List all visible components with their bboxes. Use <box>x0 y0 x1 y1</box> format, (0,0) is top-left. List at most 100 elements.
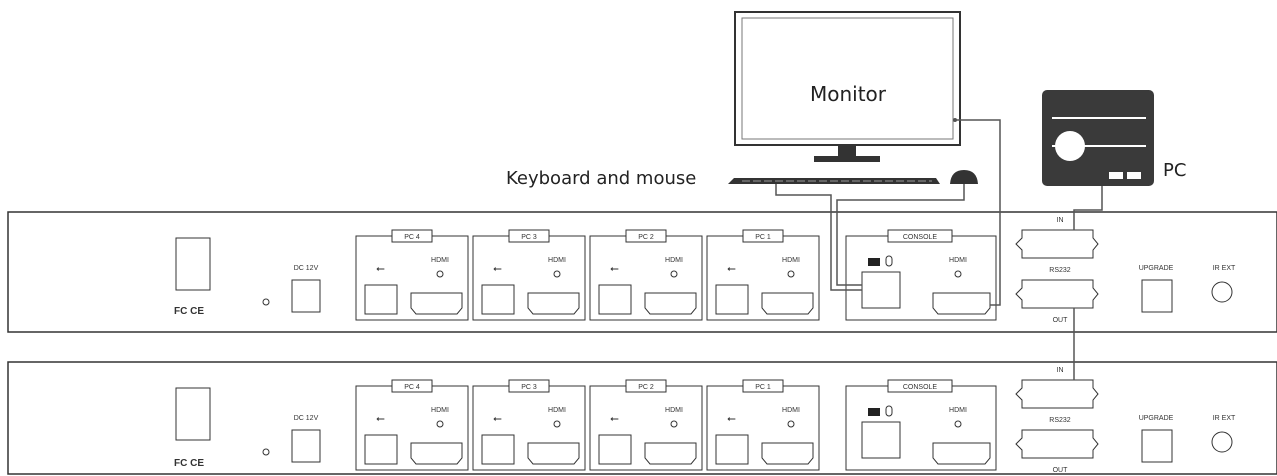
hdmi-label: HDMI <box>431 407 449 414</box>
rs232-out-label: OUT <box>1053 467 1069 474</box>
rs232-out-port <box>1015 429 1099 459</box>
keyboard-mouse-label: Keyboard and mouse <box>506 168 696 189</box>
console-usb-port <box>861 271 901 309</box>
kvm-unit-1: FC CE DC 12V PC 4 ⭠ HDMI PC 3 ⭠ HDMI <box>7 211 1277 333</box>
port-group-pc4: PC 4 ⭠ HDMI <box>355 379 469 471</box>
hdmi-label: HDMI <box>431 257 449 264</box>
ir-ext-port <box>1211 281 1233 303</box>
rs232-in-port <box>1015 379 1099 409</box>
cable-keyboard-usb <box>775 184 862 291</box>
upgrade-label: UPGRADE <box>1139 265 1174 272</box>
cable-mouse-usb <box>836 184 965 286</box>
hdmi-led <box>787 420 795 428</box>
hdmi-label: HDMI <box>949 257 967 264</box>
rs232-in-port <box>1015 229 1099 259</box>
port-group-label: PC 1 <box>755 234 771 241</box>
usb-port <box>598 434 632 465</box>
pc-label: PC <box>1163 160 1186 181</box>
usb-icon: ⭠ <box>493 413 502 425</box>
dc-port <box>291 429 321 463</box>
hdmi-port-icon <box>761 292 814 315</box>
hdmi-led <box>553 420 561 428</box>
rs232-section: IN RS232 OUT <box>1015 367 1099 474</box>
usb-icon: ⭠ <box>376 263 385 275</box>
upgrade-port <box>1141 429 1173 463</box>
console-label: CONSOLE <box>903 234 938 241</box>
port-group-label: PC 2 <box>638 234 654 241</box>
hdmi-port-icon <box>644 292 697 315</box>
hdmi-led <box>670 420 678 428</box>
power-switch <box>175 237 211 291</box>
hdmi-port-icon <box>527 442 580 465</box>
usb-port <box>598 284 632 315</box>
port-group-label: PC 2 <box>638 384 654 391</box>
usb-icon: ⭠ <box>493 263 502 275</box>
usb-port <box>364 284 398 315</box>
port-group-label: PC 3 <box>521 384 537 391</box>
dc-label: DC 12V <box>294 415 319 422</box>
usb-icon: ⭠ <box>727 413 736 425</box>
hdmi-led <box>787 270 795 278</box>
hdmi-led <box>954 270 962 278</box>
monitor-label: Monitor <box>810 82 887 106</box>
hdmi-led <box>954 420 962 428</box>
usb-icon: ⭠ <box>727 263 736 275</box>
rs232-in-label: IN <box>1057 367 1064 374</box>
port-group-label: PC 4 <box>404 234 420 241</box>
rs232-section: IN RS232 OUT <box>1015 217 1099 324</box>
hdmi-led <box>436 420 444 428</box>
console-label: CONSOLE <box>903 384 938 391</box>
usb-icon: ⭠ <box>376 413 385 425</box>
rs232-label: RS232 <box>1049 267 1071 274</box>
port-group-pc2: PC 2 ⭠ HDMI <box>589 379 703 471</box>
rs232-out-port <box>1015 279 1099 309</box>
cables <box>775 118 1103 380</box>
hdmi-port-icon <box>932 292 991 315</box>
power-switch <box>175 387 211 441</box>
certification-mark: FC CE <box>174 306 204 317</box>
cable-pc-rs232 <box>1073 186 1103 230</box>
port-group-label: PC 3 <box>521 234 537 241</box>
pc-tower-icon <box>1042 90 1154 186</box>
port-group-pc2: PC 2 ⭠ HDMI <box>589 229 703 321</box>
usb-port <box>715 284 749 315</box>
hdmi-led <box>436 270 444 278</box>
mouse-icon <box>885 255 893 267</box>
monitor-icon <box>734 11 961 162</box>
port-group-pc3: PC 3 ⭠ HDMI <box>472 379 586 471</box>
dc-label: DC 12V <box>294 265 319 272</box>
hdmi-port-icon <box>527 292 580 315</box>
mouse-icon <box>885 405 893 417</box>
mouse-icon <box>950 170 978 184</box>
console-usb-port <box>861 421 901 459</box>
hdmi-label: HDMI <box>949 407 967 414</box>
usb-icon: ⭠ <box>610 263 619 275</box>
usb-port <box>364 434 398 465</box>
usb-port <box>481 434 515 465</box>
hdmi-port-icon <box>644 442 697 465</box>
usb-icon: ⭠ <box>610 413 619 425</box>
hdmi-label: HDMI <box>782 407 800 414</box>
hdmi-port-icon <box>932 442 991 465</box>
upgrade-port <box>1141 279 1173 313</box>
hdmi-label: HDMI <box>782 257 800 264</box>
hdmi-label: HDMI <box>665 407 683 414</box>
hdmi-port-icon <box>410 442 463 465</box>
console-port-group: CONSOLE HDMI <box>845 379 997 471</box>
port-group-pc1: PC 1 ⭠ HDMI <box>706 379 820 471</box>
dc-port <box>291 279 321 313</box>
hdmi-label: HDMI <box>548 257 566 264</box>
status-led <box>262 448 270 456</box>
port-group-pc3: PC 3 ⭠ HDMI <box>472 229 586 321</box>
hdmi-led <box>670 270 678 278</box>
keyboard-icon <box>728 178 940 184</box>
hdmi-label: HDMI <box>548 407 566 414</box>
status-led <box>262 298 270 306</box>
usb-port <box>715 434 749 465</box>
rs232-in-label: IN <box>1057 217 1064 224</box>
usb-port <box>481 284 515 315</box>
ir-ext-label: IR EXT <box>1213 265 1236 272</box>
rs232-out-label: OUT <box>1053 317 1069 324</box>
keyboard-icon <box>868 258 880 266</box>
